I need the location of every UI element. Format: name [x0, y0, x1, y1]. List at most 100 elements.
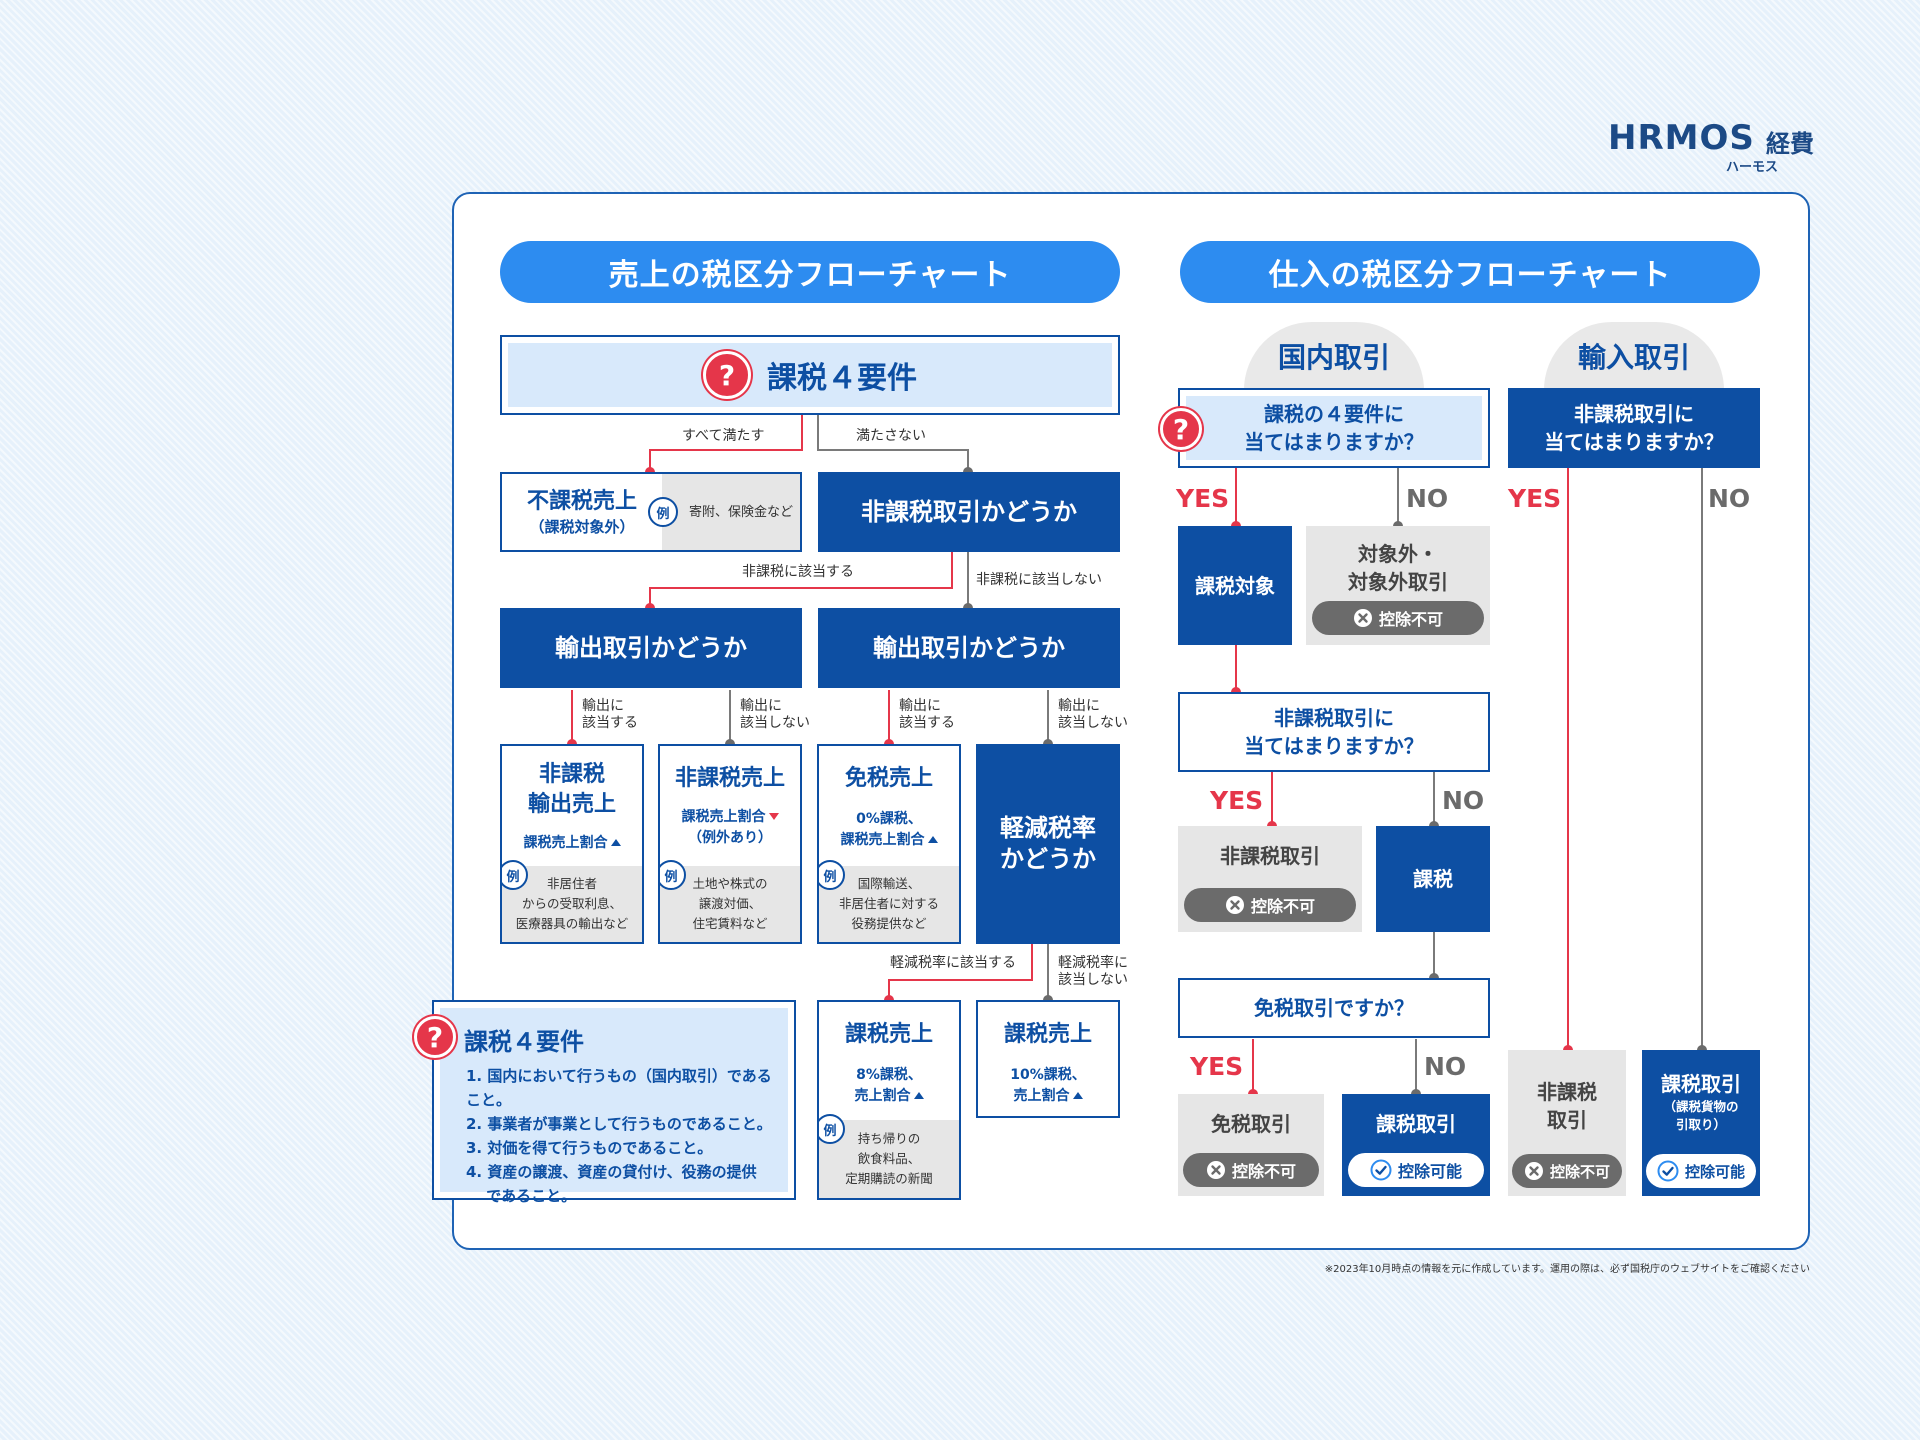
- export-question-left: 輸出取引かどうか: [500, 608, 802, 688]
- hikazei-question: 非課税取引かどうか: [818, 472, 1120, 552]
- example-icon: 例: [648, 497, 678, 527]
- import-kazei-text: 課税取引: [1661, 1072, 1741, 1096]
- q1-box: 課税の４要件に 当てはまりますか？ ?: [1160, 388, 1490, 468]
- deduct-ok-text: 控除可能: [1397, 1162, 1462, 1181]
- example-icon: 例: [819, 860, 845, 890]
- question-icon: ?: [1160, 408, 1202, 450]
- fukazei-sales-box: 不課税売上 （課税対象外） 寄附、保険金など 例: [500, 472, 802, 552]
- menzei-purchase-title: 免税取引: [1178, 1110, 1324, 1138]
- import-hikazei-box: 非課税 取引 控除不可: [1508, 1050, 1626, 1196]
- kazei10-sub-1: 10%課税、: [1010, 1067, 1086, 1083]
- kazei8-sub-1: 8%課税、: [856, 1067, 922, 1083]
- hikazei-question-text: 非課税取引かどうか: [861, 497, 1077, 526]
- hikazei-purchase-box: 非課税取引 控除不可: [1178, 826, 1362, 932]
- menzei-sales-example: 国際輸送、 非居住者に対する 役務提供など: [838, 876, 939, 931]
- import-question-line-2: 当てはまりますか？: [1544, 430, 1724, 454]
- edge-label-export-yes-1: 輸出に 該当する: [582, 698, 638, 731]
- edge-label-hikazei-no: 非課税に該当しない: [976, 572, 1102, 588]
- yes-label-import: YES: [1508, 484, 1562, 513]
- requirements-legend-inner: 課税４要件 1. 国内において行うもの（国内取引）であること。 2. 事業者が事…: [440, 1008, 788, 1205]
- q2-line-2: 当てはまりますか？: [1244, 734, 1424, 758]
- fukazei-example-area: 寄附、保険金など: [662, 474, 800, 550]
- hikazei-sales-sub-1: 課税売上割合: [681, 809, 766, 825]
- hikazei-purchase-title: 非課税取引: [1178, 842, 1362, 870]
- no-label-q2: NO: [1442, 786, 1485, 815]
- kazei-text: 課税: [1413, 867, 1453, 891]
- product-name: 経費: [1766, 130, 1814, 158]
- no-label-q3: NO: [1424, 1052, 1467, 1081]
- requirements-legend-box: 課税４要件 1. 国内において行うもの（国内取引）であること。 2. 事業者が事…: [414, 1000, 796, 1205]
- q3-text: 免税取引ですか？: [1254, 996, 1414, 1020]
- arrow-up-icon: [1072, 1092, 1083, 1099]
- deduct-ok-text: 控除可能: [1684, 1162, 1745, 1181]
- sales-requirement-box: ? 課税４要件: [500, 335, 1120, 415]
- question-icon: ?: [703, 351, 751, 399]
- fukazei-title: 不課税売上: [526, 489, 637, 514]
- menzei-sales-box: 免税売上 0%課税、 課税売上割合 国際輸送、 非居住者に対する 役務提供など …: [817, 744, 961, 944]
- hikazei-export-sales-box: 非課税 輸出売上 課税売上割合 非居住者 からの受取利息、 医療器具の輸出など …: [500, 744, 644, 944]
- kazei10-title-area: 課税売上: [978, 1020, 1118, 1050]
- sales-requirement-inner: ? 課税４要件: [508, 343, 1112, 407]
- hikazei-purchase-text: 非課税取引: [1220, 844, 1320, 868]
- menzei-sales-sub: 0%課税、 課税売上割合: [819, 808, 959, 850]
- edge-label-all-satisfied: すべて満たす: [682, 428, 765, 444]
- kazei8-example: 持ち帰りの 飲食料品、 定期購読の新聞: [845, 1131, 933, 1186]
- deduct-no-chip: 控除不可: [1312, 601, 1484, 635]
- cross-icon: [1206, 1161, 1225, 1179]
- deduct-no-text: 控除不可: [1549, 1162, 1610, 1181]
- menzei-sales-title: 免税売上: [844, 766, 933, 791]
- arrow-up-icon: [927, 836, 938, 843]
- purchase-flowchart-title: 仕入の税区分フローチャート: [1180, 241, 1760, 303]
- q3-box: 免税取引ですか？: [1178, 978, 1490, 1038]
- example-icon: 例: [819, 1114, 845, 1144]
- no-label-import: NO: [1708, 484, 1751, 513]
- edge-label-keigen-no: 軽減税率に 該当しない: [1058, 955, 1128, 988]
- kazei-torihiki-box: 課税取引 控除可能: [1342, 1094, 1490, 1196]
- deduct-no-text: 控除不可: [1231, 1162, 1296, 1181]
- cross-icon: [1353, 609, 1372, 627]
- q1-line-2: 当てはまりますか？: [1244, 430, 1424, 454]
- import-question-box: 非課税取引に 当てはまりますか？: [1508, 388, 1760, 468]
- hikazei-export-title: 非課税 輸出売上: [502, 760, 642, 820]
- edge-label-export-no-2: 輸出に 該当しない: [1058, 698, 1128, 731]
- edge-label-hikazei-yes: 非課税に該当する: [742, 564, 854, 580]
- example-icon: 例: [660, 860, 686, 890]
- deduct-no-chip: 控除不可: [1512, 1154, 1622, 1188]
- arrow-up-icon: [913, 1092, 924, 1099]
- import-header: 輸入取引: [1544, 322, 1724, 390]
- deduct-ok-chip: 控除可能: [1646, 1154, 1756, 1188]
- question-icon: ?: [414, 1016, 456, 1058]
- kazei-box: 課税: [1376, 826, 1490, 932]
- sales-flowchart-title: 売上の税区分フローチャート: [500, 241, 1120, 303]
- yes-label-q3: YES: [1190, 1052, 1244, 1081]
- import-hikazei-title: 非課税 取引: [1508, 1078, 1626, 1134]
- check-icon: [1370, 1159, 1392, 1181]
- import-kazei-box: 課税取引 （課税貨物の 引取り） 控除可能: [1642, 1050, 1760, 1196]
- cross-icon: [1524, 1162, 1543, 1180]
- menzei-purchase-box: 免税取引 控除不可: [1178, 1094, 1324, 1196]
- cross-icon: [1225, 896, 1244, 914]
- arrow-up-icon: [610, 839, 621, 846]
- import-kazei-sub-2: 引取り）: [1675, 1117, 1726, 1132]
- deduct-no-chip: 控除不可: [1183, 1153, 1319, 1187]
- import-question-line-1: 非課税取引に: [1574, 402, 1694, 426]
- logo-text: HRMOS: [1608, 118, 1755, 158]
- hikazei-export-example: 非居住者 からの受取利息、 医療器具の輸出など: [515, 876, 629, 931]
- menzei-sales-sub-2: 課税売上割合: [840, 832, 925, 848]
- requirements-list: 1. 国内において行うもの（国内取引）であること。 2. 事業者が事業として行う…: [466, 1067, 772, 1205]
- export-question-left-text: 輸出取引かどうか: [555, 633, 747, 662]
- hikazei-sales-sub: 課税売上割合 （例外あり）: [660, 806, 800, 848]
- taishogai-line-1: 対象外・: [1358, 542, 1438, 566]
- import-hikazei-line-2: 取引: [1547, 1108, 1587, 1132]
- hikazei-export-sub: 課税売上割合: [502, 832, 642, 853]
- sales-requirement-title: 課税４要件: [767, 361, 917, 396]
- q2-line-1: 非課税取引に: [1274, 706, 1394, 730]
- no-label-q1: NO: [1406, 484, 1449, 513]
- edge-label-export-yes-2: 輸出に 該当する: [899, 698, 955, 731]
- deduct-no-text: 控除不可: [1250, 897, 1315, 916]
- q1-line-1: 課税の４要件に: [1264, 402, 1404, 426]
- kazei-taisho-text: 課税対象: [1195, 573, 1275, 598]
- hikazei-sales-sub-2: （例外あり）: [688, 830, 772, 846]
- kazei8-sales-box: 課税売上 8%課税、 売上割合 持ち帰りの 飲食料品、 定期購読の新聞 例: [817, 1000, 961, 1200]
- edge-label-not-satisfied: 満たさない: [856, 428, 926, 444]
